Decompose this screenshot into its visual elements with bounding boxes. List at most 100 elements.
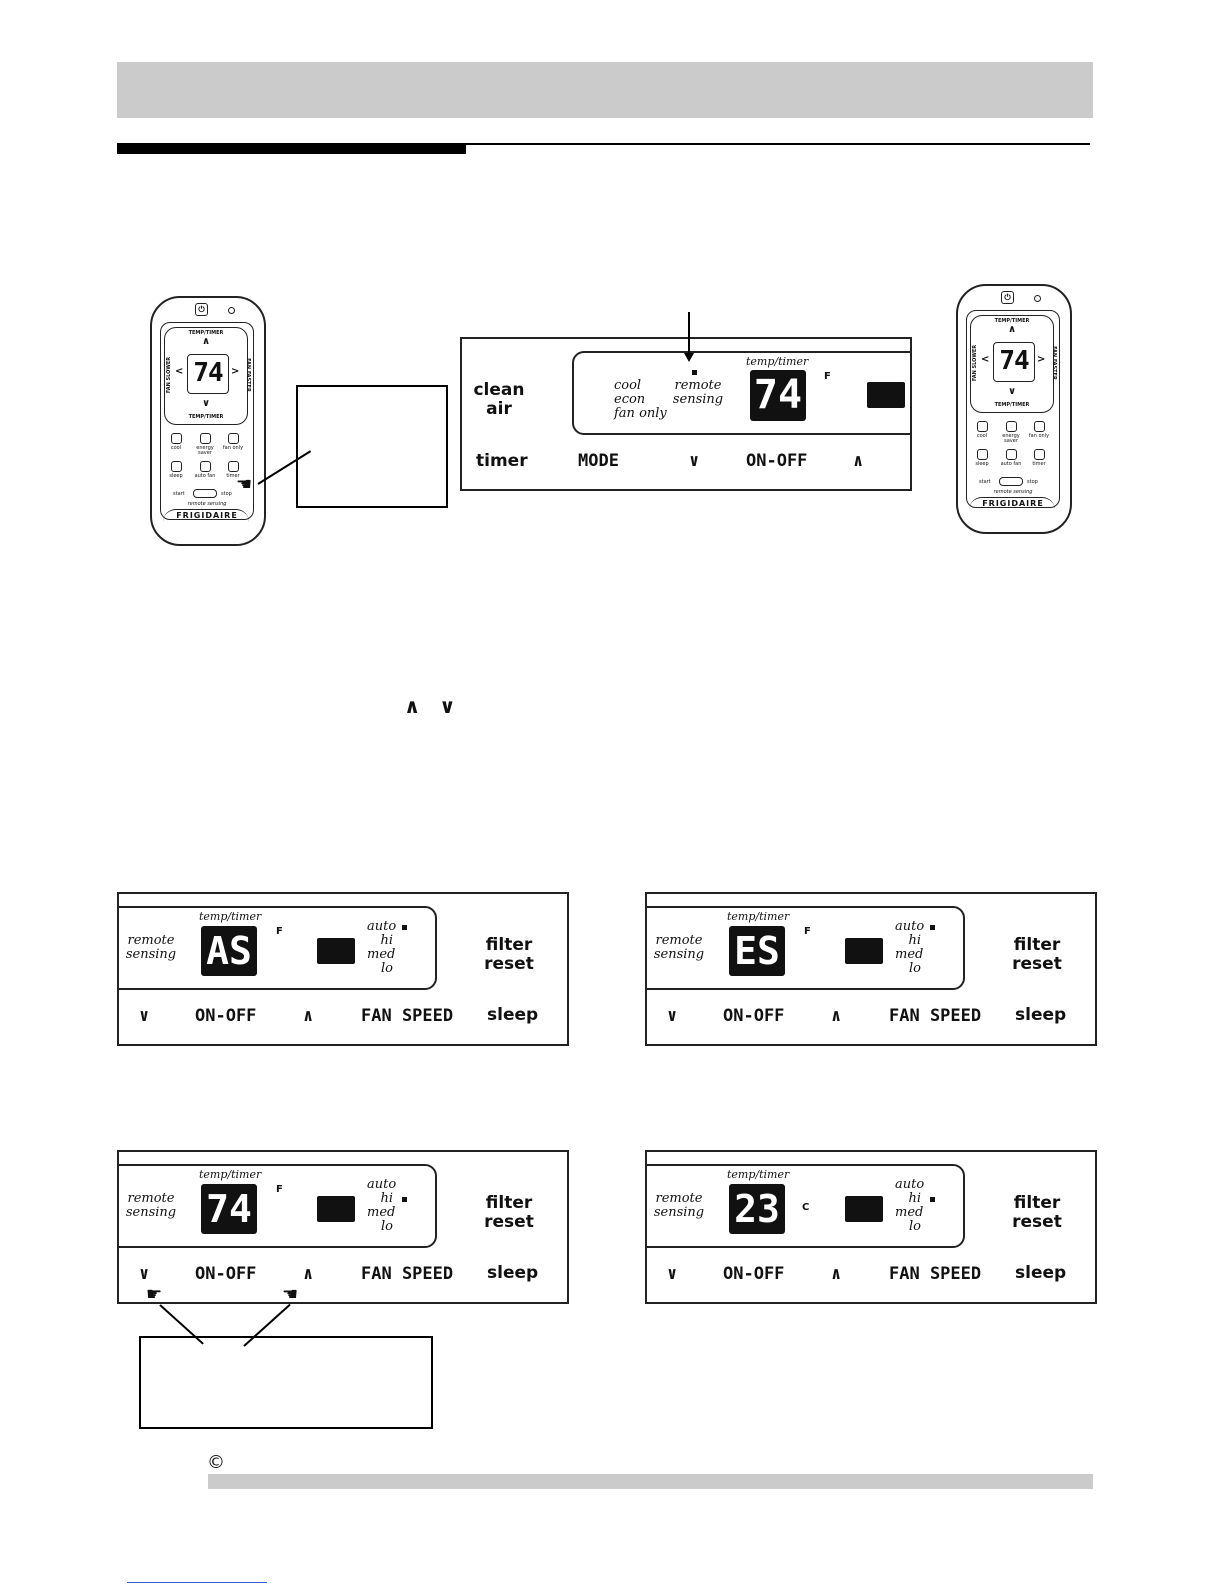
start-label: start (979, 479, 991, 485)
control-panel-es: remote sensing temp/timer ES F auto hi m… (645, 892, 1097, 1046)
left-arrow-icon: < (175, 366, 184, 377)
sleep-button (171, 461, 182, 472)
filter-reset-button: filter reset (484, 1193, 534, 1232)
fan-hi-label: hi (908, 1191, 921, 1206)
on-off-button: ON-OFF (746, 451, 808, 471)
fan-auto-label: auto (895, 1177, 925, 1192)
remote-display: 74 (187, 354, 229, 394)
fan-speed-button: FAN SPEED (889, 1264, 982, 1284)
display-window (119, 906, 437, 990)
temp-display: 74 (201, 1184, 257, 1234)
display-window (572, 351, 910, 435)
button-label: energy saver (196, 445, 214, 456)
remote-sensing-label: remote sensing (653, 933, 705, 962)
mode-fan-only-label: fan only (614, 406, 667, 421)
section-rule-thick (117, 143, 466, 154)
temp-display: 74 (750, 370, 806, 421)
remote-dial: TEMP/TIMER ∧ FAN SLOWER FAN FASTER < > 7… (970, 315, 1057, 413)
down-arrow-icon: ∨ (689, 451, 700, 471)
unit-label: F (276, 926, 283, 937)
fan-auto-label: auto (367, 919, 397, 934)
callout-box-remote (296, 385, 448, 508)
footer-band (208, 1474, 1093, 1489)
up-arrow-icon: ∧ (831, 1264, 842, 1284)
up-arrow-icon: ∧ (853, 451, 864, 471)
up-arrow-icon: ∧ (303, 1264, 314, 1284)
fan-hi-label: hi (380, 1191, 393, 1206)
fan-slower-label: FAN SLOWER (972, 344, 979, 382)
down-arrow-icon: ∨ (139, 1264, 150, 1284)
fan-hi-label: hi (380, 933, 393, 948)
section-rule-thin (466, 143, 1090, 145)
indicator-block (317, 1196, 355, 1222)
fan-only-button (1034, 421, 1045, 432)
control-panel-74: remote sensing temp/timer 74 F auto hi m… (117, 1150, 569, 1304)
button-label: fan only (222, 445, 244, 451)
remote-sensing-label: remote sensing (125, 933, 177, 962)
pointing-hand-icon: ☚ (236, 474, 253, 495)
filter-reset-button: filter reset (1012, 1193, 1062, 1232)
up-down-arrows-icon: ∧ ∨ (404, 694, 462, 718)
fan-hi-label: hi (908, 933, 921, 948)
energy-saver-button (1006, 421, 1017, 432)
remote-panel: TEMP/TIMER ∧ FAN SLOWER FAN FASTER < > 7… (160, 322, 254, 520)
remote-sensing-label: remote sensing (672, 378, 724, 407)
temp-display: 23 (729, 1184, 785, 1234)
button-label: sleep (975, 461, 989, 467)
pointer-arrow (688, 312, 690, 356)
temp-timer-label: temp/timer (199, 1168, 262, 1181)
remote-sensing-button (999, 477, 1023, 486)
left-arrow-icon: < (981, 354, 990, 365)
bottom-link-underline[interactable] (127, 1582, 267, 1583)
energy-saver-button (200, 433, 211, 444)
display-window (119, 1164, 437, 1248)
power-icon: ⏻ (1001, 291, 1014, 304)
remote-display-digits: 74 (999, 346, 1029, 376)
button-label: timer (1032, 461, 1046, 467)
temp-timer-label: temp/timer (727, 1168, 790, 1181)
down-arrow-icon: ∨ (667, 1006, 678, 1026)
fan-lo-label: lo (909, 961, 921, 976)
fan-auto-label: auto (367, 1177, 397, 1192)
stop-label: stop (221, 491, 232, 497)
indicator-block (845, 1196, 883, 1222)
fan-only-button (228, 433, 239, 444)
button-label: auto fan (1000, 461, 1022, 467)
pointer-arrow-head (684, 353, 694, 362)
sleep-button: sleep (487, 1263, 539, 1283)
button-label: sleep (169, 473, 183, 479)
brand-logo: FRIGIDAIRE (982, 499, 1044, 508)
brand-divider (163, 509, 249, 522)
pointing-hand-icon: ☛ (146, 1284, 163, 1305)
fan-speed-indicator (402, 925, 407, 930)
remote-sensing-label: remote sensing (187, 501, 227, 507)
temp-timer-label: temp/timer (746, 355, 809, 368)
power-icon: ⏻ (195, 303, 208, 316)
fan-speed-indicator (402, 1197, 407, 1202)
remote-control-left: ⏻ TEMP/TIMER ∧ FAN SLOWER FAN FASTER < >… (150, 296, 266, 546)
on-off-button: ON-OFF (195, 1006, 257, 1026)
fan-lo-label: lo (909, 1219, 921, 1234)
up-arrow-icon: ∧ (202, 336, 211, 347)
down-arrow-icon: ∨ (1008, 386, 1017, 397)
indicator-light-icon (1034, 295, 1041, 302)
on-off-button: ON-OFF (723, 1006, 785, 1026)
button-label: timer (226, 473, 240, 479)
fan-speed-button: FAN SPEED (361, 1264, 454, 1284)
control-panel-23: remote sensing temp/timer 23 C auto hi m… (645, 1150, 1097, 1304)
timer-button (228, 461, 239, 472)
mode-button: MODE (578, 451, 619, 471)
sleep-button (977, 449, 988, 460)
indicator-block (845, 938, 883, 964)
fan-lo-label: lo (381, 961, 393, 976)
cool-button (171, 433, 182, 444)
remote-sensing-label: remote sensing (993, 489, 1033, 495)
fan-speed-indicator (930, 1197, 935, 1202)
up-arrow-icon: ∧ (831, 1006, 842, 1026)
filter-reset-button: filter reset (484, 935, 534, 974)
button-label: energy saver (1002, 433, 1020, 444)
control-panel-main: clean air cool econ fan only remote sens… (460, 337, 912, 491)
pointing-hand-icon: ☚ (282, 1284, 299, 1305)
display-window (647, 1164, 965, 1248)
mode-cool-label: cool (614, 378, 642, 393)
